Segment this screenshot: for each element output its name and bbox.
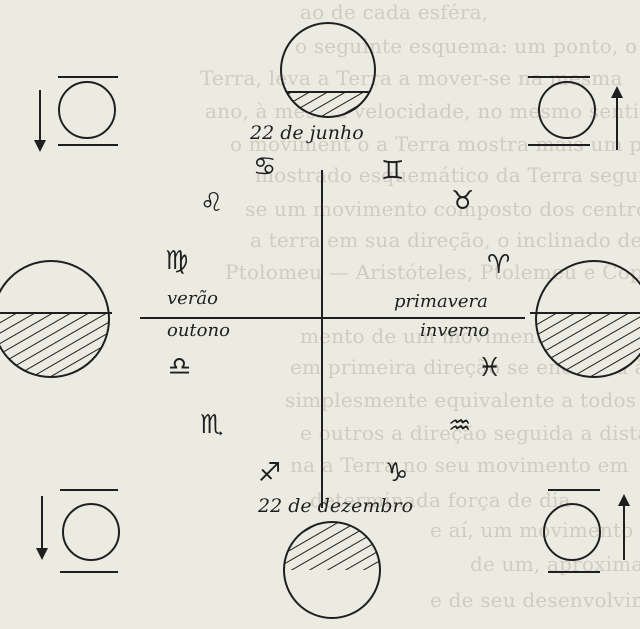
globe-autumn [0, 261, 120, 383]
corner-globe-bottom-right [544, 490, 630, 572]
leo-sign-icon: ♌ [200, 190, 223, 216]
gemini-sign-icon: ♊ [381, 158, 404, 184]
corner-globe-top-left [34, 77, 118, 152]
pisces-sign-icon: ♓ [478, 355, 501, 381]
corner-globe-bottom-left [36, 490, 119, 572]
aries-sign-icon: ♈ [487, 252, 510, 278]
label-winter: inverno [420, 322, 489, 340]
taurus-sign-icon: ♉ [451, 188, 474, 214]
scorpio-sign-icon: ♏ [200, 412, 223, 438]
label-summer: verão [167, 290, 218, 308]
label-spring: primavera [394, 293, 488, 311]
libra-sign-icon: ♎ [168, 354, 191, 380]
label-autumn: outono [167, 322, 230, 340]
globe-june [270, 23, 390, 132]
globe-spring [530, 261, 640, 383]
label-june: 22 de junho [250, 124, 364, 143]
cancer-sign-icon: ♋ [253, 154, 276, 180]
label-december: 22 de dezembro [258, 497, 413, 516]
virgo-sign-icon: ♍ [165, 248, 188, 274]
aquarius-sign-icon: ♒ [448, 413, 471, 439]
globe-december [280, 520, 390, 618]
corner-globe-top-right [528, 77, 623, 150]
sagittarius-sign-icon: ♐ [258, 460, 281, 486]
capricorn-sign-icon: ♑ [385, 460, 408, 486]
